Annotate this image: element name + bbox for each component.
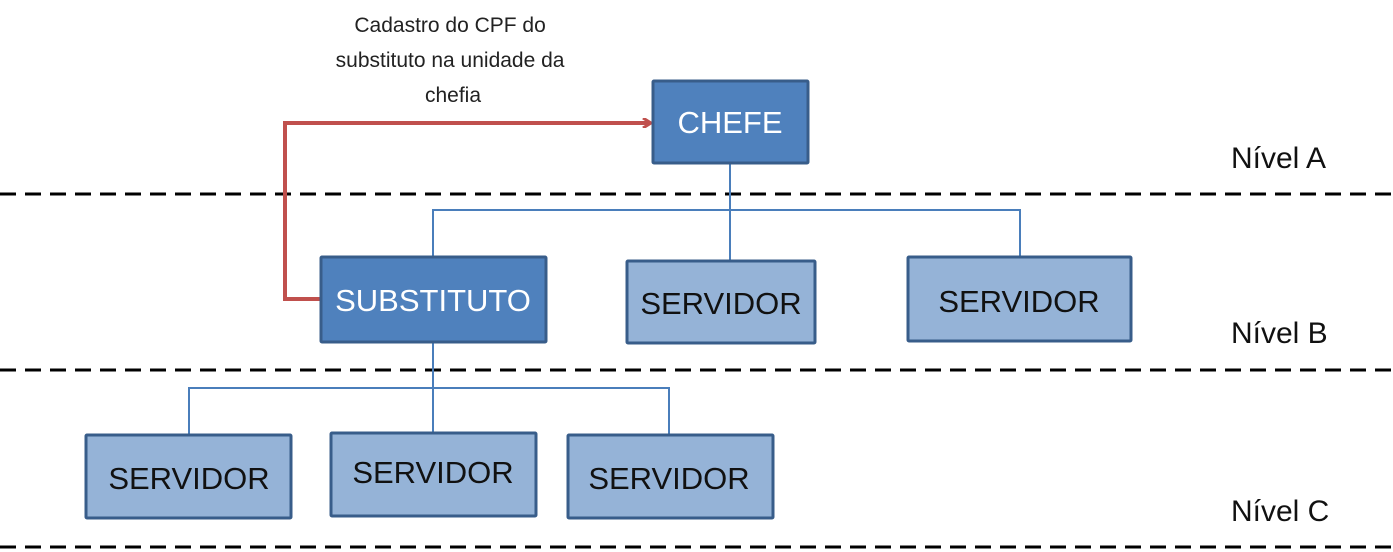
node-chefe[interactable]: CHEFE <box>651 79 810 165</box>
level-label-a: Nível A <box>1231 142 1326 175</box>
substitute-registration-arrow <box>283 123 650 301</box>
annotation-line-3: chefia <box>425 84 481 107</box>
annotation-line-2: substituto na unidade da <box>336 49 565 72</box>
node-servidor-b1-label: SERVIDOR <box>640 286 801 321</box>
connector-chefe-bar <box>432 209 1021 257</box>
level-label-b: Nível B <box>1231 317 1328 350</box>
annotation-line-1: Cadastro do CPF do <box>354 14 545 37</box>
node-servidor-b1[interactable]: SERVIDOR <box>625 259 817 345</box>
arrow-annotation: Cadastro do CPF do substituto na unidade… <box>336 14 571 107</box>
node-chefe-label: CHEFE <box>677 105 782 140</box>
node-servidor-c3-label: SERVIDOR <box>588 461 749 496</box>
connectors-chefe <box>432 163 1021 261</box>
node-servidor-b2-label: SERVIDOR <box>938 284 1099 319</box>
node-substituto-label: SUBSTITUTO <box>335 283 531 318</box>
node-servidor-c1[interactable]: SERVIDOR <box>84 433 293 520</box>
node-servidor-c3[interactable]: SERVIDOR <box>566 433 775 520</box>
node-servidor-c2[interactable]: SERVIDOR <box>329 431 538 518</box>
node-servidor-b2[interactable]: SERVIDOR <box>906 255 1133 343</box>
node-substituto[interactable]: SUBSTITUTO <box>319 255 548 344</box>
connector-substituto-bar <box>188 387 670 434</box>
level-label-c: Nível C <box>1231 495 1329 528</box>
node-servidor-c2-label: SERVIDOR <box>352 455 513 490</box>
connectors-substituto <box>188 342 670 434</box>
node-servidor-c1-label: SERVIDOR <box>108 461 269 496</box>
